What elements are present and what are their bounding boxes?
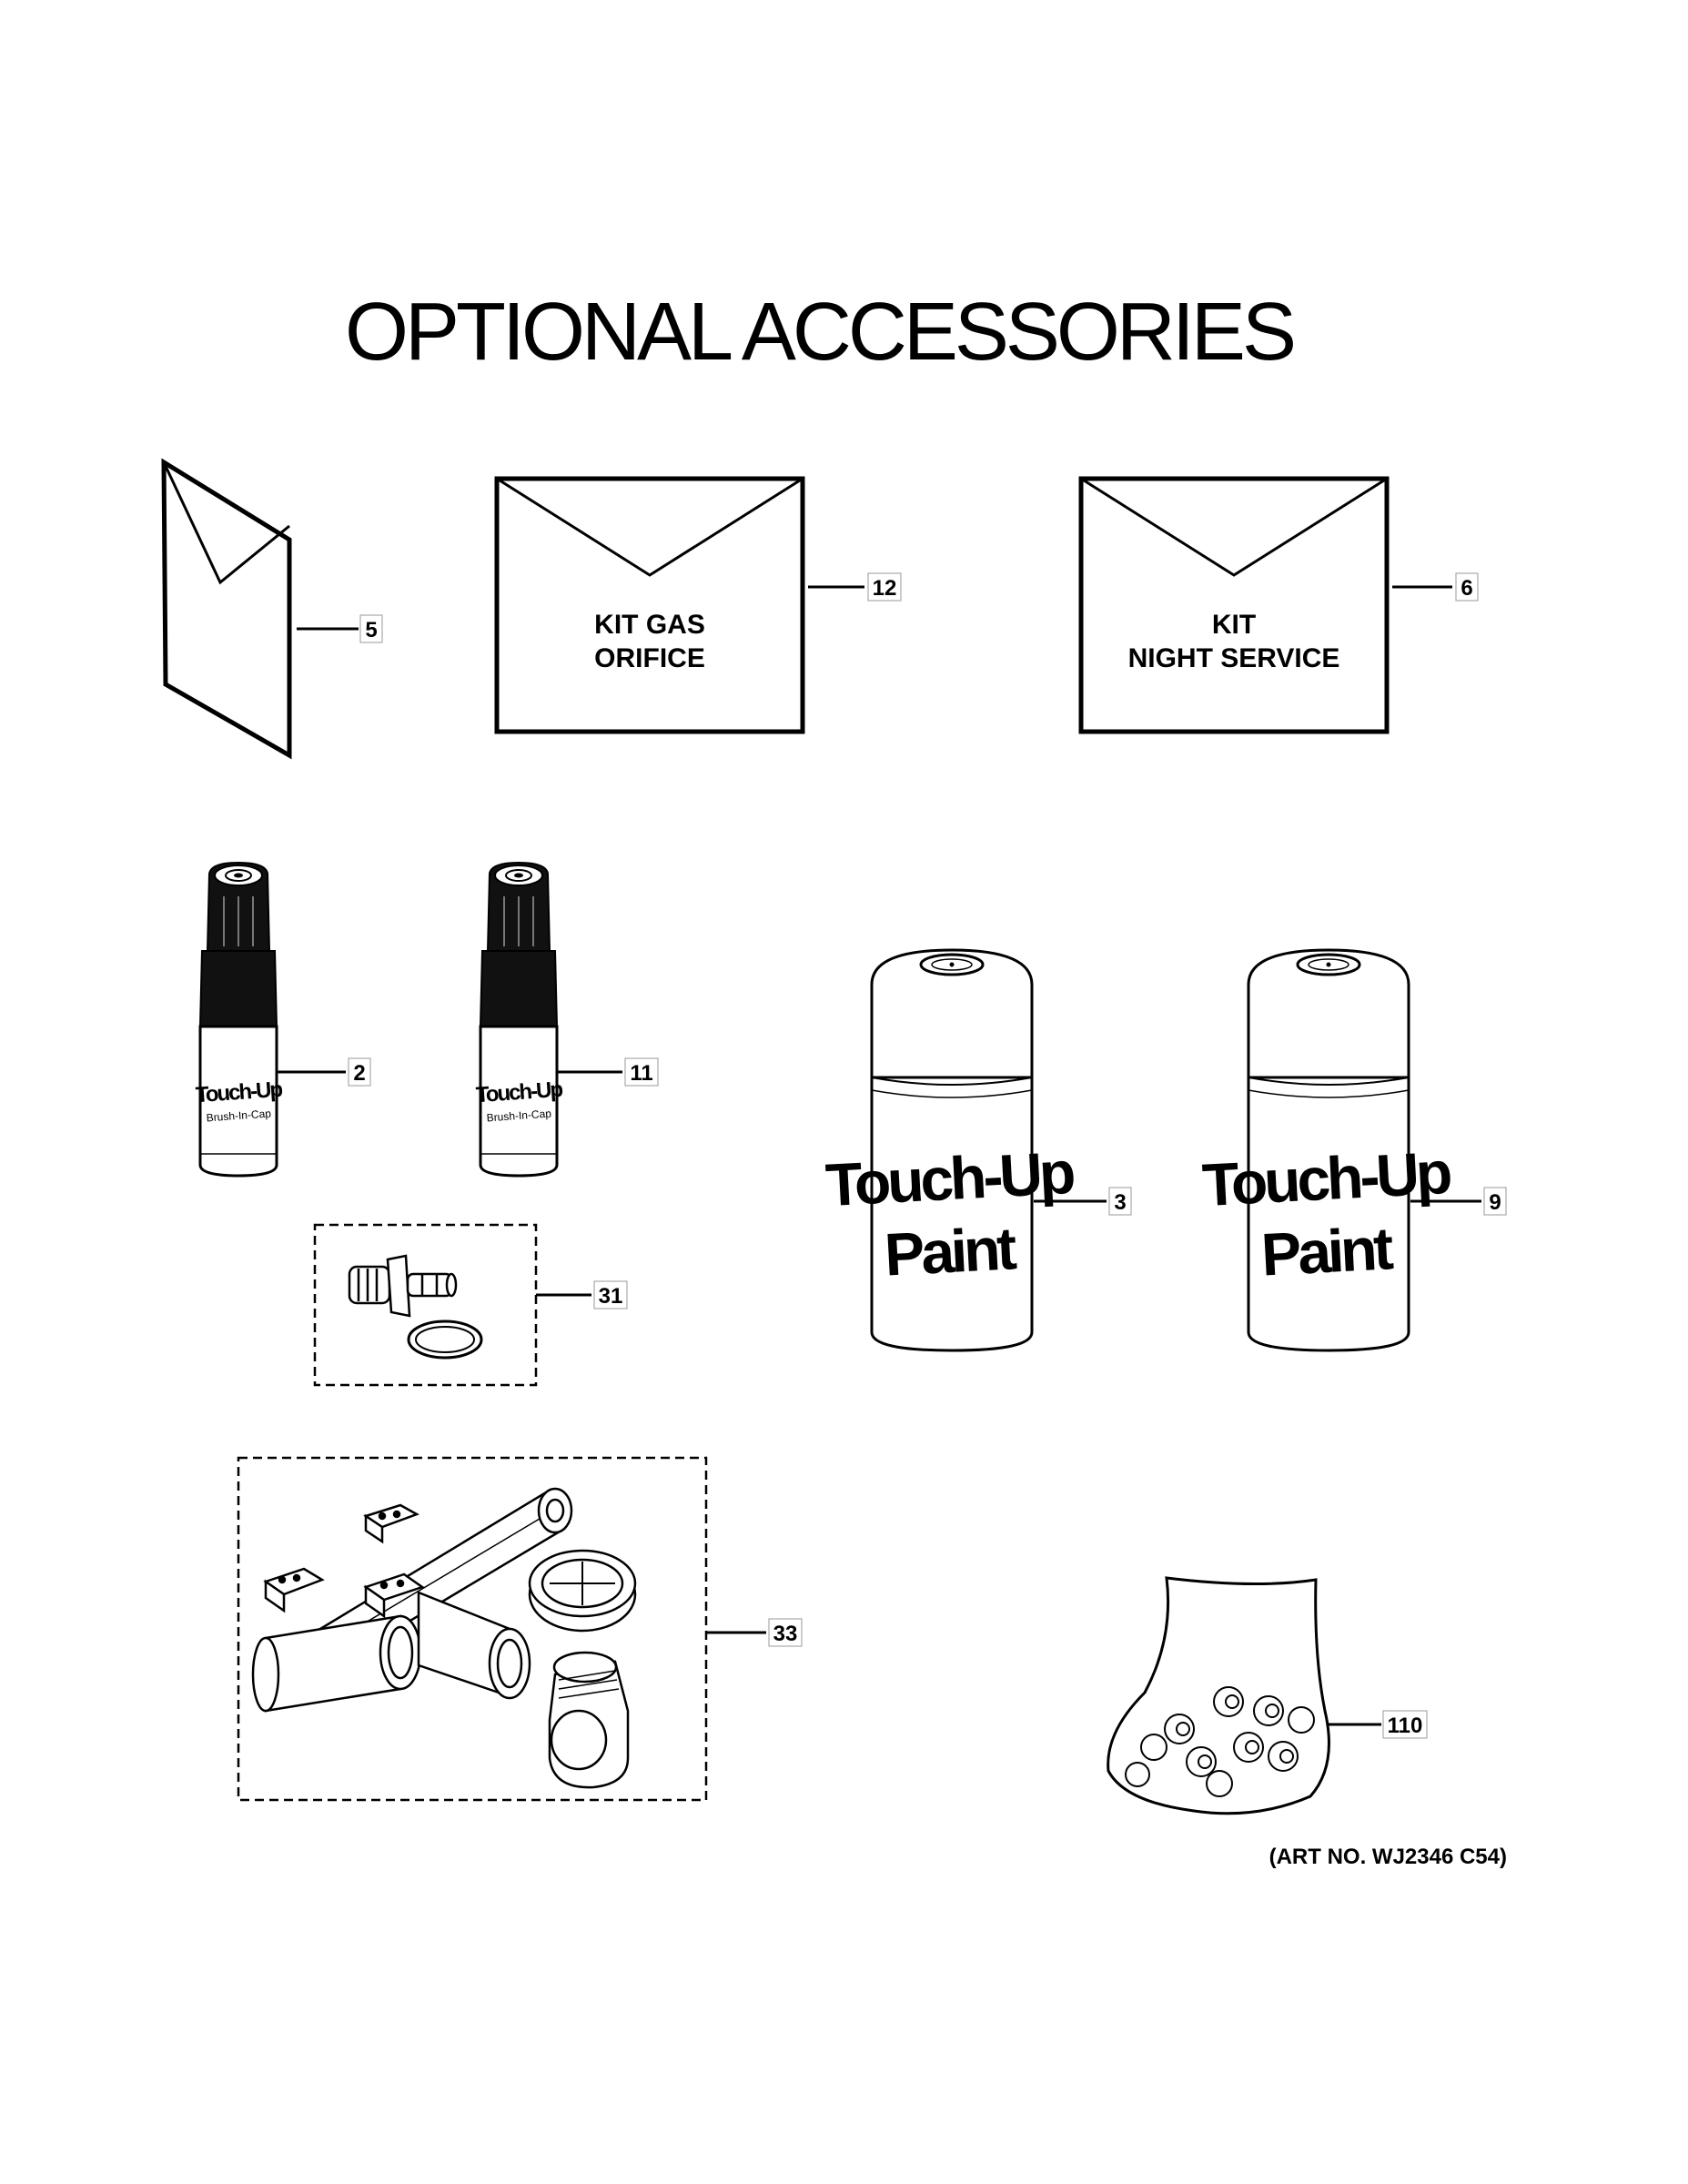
literature-envelope-icon [161, 458, 292, 760]
paint-can-label-line1-item3: Touch-Up [824, 1138, 1075, 1218]
pen-label-line2-item2: Brush-In-Cap [206, 1107, 271, 1124]
page-title: OPTIONAL ACCESSORIES [345, 287, 1293, 378]
pen-label-line1-item11: Touch-Up [475, 1077, 563, 1108]
touch-up-paint-can-icon [870, 948, 1034, 1352]
callout-11[interactable]: 11 [557, 1057, 659, 1087]
callout-label-9: 9 [1489, 1190, 1501, 1215]
paint-can-label-line1-item9: Touch-Up [1200, 1138, 1451, 1218]
pipe-kit-frame [237, 1456, 708, 1802]
callout-label-11: 11 [630, 1061, 652, 1086]
callout-6[interactable]: 6 [1392, 572, 1479, 602]
callout-label-6: 6 [1461, 576, 1472, 601]
kit-night-service-envelope-icon [1078, 476, 1390, 734]
fitting-kit-frame [313, 1223, 538, 1387]
touch-up-pen-icon: Touch-Up Brush-In-Cap [195, 861, 283, 1178]
callout-12[interactable]: 12 [808, 572, 902, 602]
pipe-assembly-icon [251, 1487, 637, 1789]
kit-night-service-label-line1: KIT [1212, 610, 1256, 640]
callout-label-5: 5 [365, 618, 377, 642]
callout-9[interactable]: 9 [1410, 1187, 1507, 1216]
callout-5[interactable]: 5 [297, 614, 383, 643]
kit-gas-orifice-label-line2: ORIFICE [594, 643, 705, 673]
kit-gas-orifice-label-line1: KIT GAS [594, 610, 705, 640]
callout-label-110: 110 [1388, 1714, 1423, 1738]
art-number: (ART NO. WJ2346 C54) [1269, 1845, 1507, 1869]
touch-up-paint-can-icon [1247, 948, 1410, 1352]
callout-label-12: 12 [873, 576, 897, 601]
callout-2[interactable]: 2 [277, 1057, 371, 1087]
paint-can-label-line2-item3: Paint [883, 1214, 1018, 1289]
bag-of-screws-icon [1107, 1576, 1330, 1815]
callout-label-31: 31 [599, 1284, 623, 1309]
touch-up-pen-icon: Touch-Up Brush-In-Cap [475, 861, 563, 1178]
kit-night-service-label-line2: NIGHT SERVICE [1128, 643, 1340, 673]
callout-3[interactable]: 3 [1034, 1187, 1132, 1216]
paint-can-label-line2-item9: Paint [1259, 1214, 1395, 1289]
callout-label-2: 2 [353, 1061, 365, 1086]
kit-gas-orifice-envelope-icon [494, 476, 805, 734]
callout-label-33: 33 [773, 1622, 798, 1646]
fitting-and-o-ring-icon [348, 1254, 483, 1360]
pen-label-line2-item11: Brush-In-Cap [486, 1107, 551, 1124]
callout-33[interactable]: 33 [706, 1618, 803, 1647]
callout-label-3: 3 [1114, 1190, 1126, 1215]
callout-31[interactable]: 31 [536, 1280, 628, 1309]
pen-label-line1-item2: Touch-Up [195, 1077, 283, 1108]
callout-110[interactable]: 110 [1329, 1710, 1428, 1739]
